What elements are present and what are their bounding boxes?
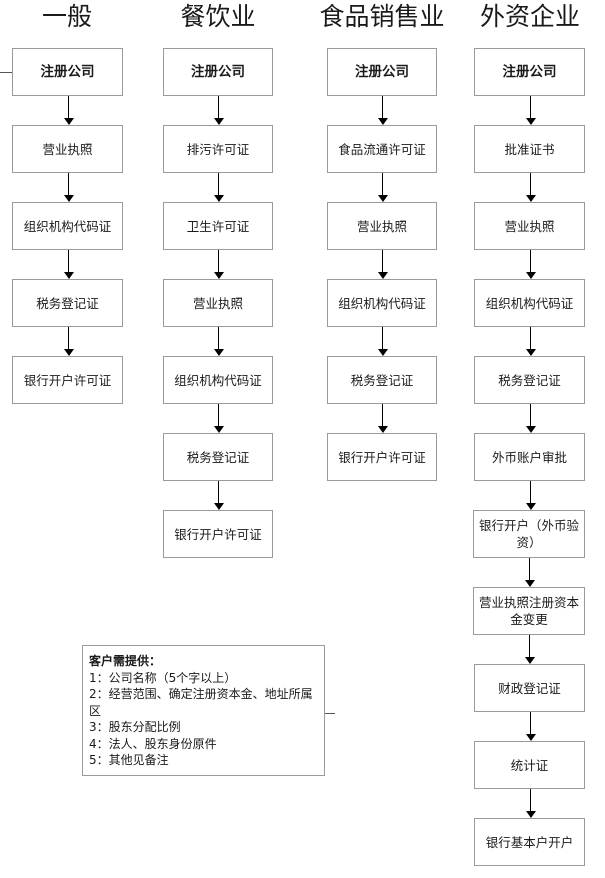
node-4-8-营业执照注册资本金变更[interactable]: 营业执照注册资本金变更 xyxy=(473,587,585,635)
arrowhead-3-1 xyxy=(378,118,388,125)
node-3-1-注册公司[interactable]: 注册公司 xyxy=(327,48,437,96)
node-2-1-注册公司[interactable]: 注册公司 xyxy=(163,48,273,96)
connector-2-3 xyxy=(218,250,219,275)
arrowhead-3-5 xyxy=(378,426,388,433)
customer-requirements-note: 客户需提供： 1：公司名称（5个字以上） 2：经营范围、确定注册资本金、地址所属区 3… xyxy=(82,645,325,776)
connector-1-4 xyxy=(68,327,69,352)
node-2-4-营业执照[interactable]: 营业执照 xyxy=(163,279,273,327)
connector-2-4 xyxy=(218,327,219,352)
connector-2-2 xyxy=(218,173,219,198)
node-2-5-组织机构代码证[interactable]: 组织机构代码证 xyxy=(163,356,273,404)
note-right-stub xyxy=(325,713,335,714)
connector-3-3 xyxy=(382,250,383,275)
connector-2-6 xyxy=(218,481,219,506)
node-4-11-银行基本户开户[interactable]: 银行基本户开户 xyxy=(474,818,585,866)
arrowhead-1-1 xyxy=(64,118,74,125)
node-4-3-营业执照[interactable]: 营业执照 xyxy=(474,202,585,250)
node-1-2-营业执照[interactable]: 营业执照 xyxy=(12,125,123,173)
node-3-4-组织机构代码证[interactable]: 组织机构代码证 xyxy=(327,279,437,327)
node-4-9-财政登记证[interactable]: 财政登记证 xyxy=(474,664,585,712)
node-4-2-批准证书[interactable]: 批准证书 xyxy=(474,125,585,173)
arrowhead-4-1 xyxy=(526,118,536,125)
note-line-1: 1：公司名称（5个字以上） xyxy=(89,670,237,685)
connector-4-4 xyxy=(530,327,531,352)
node-2-6-税务登记证[interactable]: 税务登记证 xyxy=(163,433,273,481)
connector-3-4 xyxy=(382,327,383,352)
arrowhead-3-3 xyxy=(378,272,388,279)
connector-2-1 xyxy=(218,96,219,121)
arrowhead-2-1 xyxy=(214,118,224,125)
node-1-4-税务登记证[interactable]: 税务登记证 xyxy=(12,279,123,327)
node-2-2-排污许可证[interactable]: 排污许可证 xyxy=(163,125,273,173)
arrowhead-3-4 xyxy=(378,349,388,356)
arrowhead-2-2 xyxy=(214,195,224,202)
connector-4-8 xyxy=(529,635,530,660)
node-3-2-食品流通许可证[interactable]: 食品流通许可证 xyxy=(327,125,437,173)
connector-1-2 xyxy=(68,173,69,198)
arrowhead-4-2 xyxy=(526,195,536,202)
connector-4-5 xyxy=(530,404,531,429)
connector-3-2 xyxy=(382,173,383,198)
arrowhead-4-7 xyxy=(525,580,535,587)
arrowhead-4-6 xyxy=(526,503,536,510)
node-1-1-注册公司[interactable]: 注册公司 xyxy=(12,48,123,96)
connector-1-3 xyxy=(68,250,69,275)
node-4-4-组织机构代码证[interactable]: 组织机构代码证 xyxy=(474,279,585,327)
node-4-5-税务登记证[interactable]: 税务登记证 xyxy=(474,356,585,404)
note-line-5: 5：其他见备注 xyxy=(89,753,169,767)
node-2-7-银行开户许可证[interactable]: 银行开户许可证 xyxy=(163,510,273,558)
connector-2-5 xyxy=(218,404,219,429)
connector-4-3 xyxy=(530,250,531,275)
connector-4-7 xyxy=(529,558,530,583)
arrowhead-1-3 xyxy=(64,272,74,279)
arrowhead-4-5 xyxy=(526,426,536,433)
node-1-5-银行开户许可证[interactable]: 银行开户许可证 xyxy=(12,356,123,404)
arrowhead-4-4 xyxy=(526,349,536,356)
connector-4-10 xyxy=(530,789,531,814)
arrowhead-2-5 xyxy=(214,426,224,433)
column-header-1: 一般 xyxy=(41,2,92,31)
node-3-3-营业执照[interactable]: 营业执照 xyxy=(327,202,437,250)
arrowhead-1-4 xyxy=(64,349,74,356)
note-line-4: 4：法人、股东身份原件 xyxy=(89,736,217,751)
arrowhead-3-2 xyxy=(378,195,388,202)
node-1-3-组织机构代码证[interactable]: 组织机构代码证 xyxy=(12,202,123,250)
node-4-10-统计证[interactable]: 统计证 xyxy=(474,741,585,789)
node-3-6-银行开户许可证[interactable]: 银行开户许可证 xyxy=(327,433,437,481)
connector-4-6 xyxy=(530,481,531,506)
connector-3-1 xyxy=(382,96,383,121)
arrowhead-4-9 xyxy=(526,734,536,741)
column-header-2: 餐饮业 xyxy=(180,2,256,31)
column-header-3: 食品销售业 xyxy=(319,2,445,31)
node-2-3-卫生许可证[interactable]: 卫生许可证 xyxy=(163,202,273,250)
node-4-6-外币账户审批[interactable]: 外币账户审批 xyxy=(474,433,585,481)
connector-4-2 xyxy=(530,173,531,198)
connector-4-1 xyxy=(530,96,531,121)
arrowhead-1-2 xyxy=(64,195,74,202)
arrowhead-4-3 xyxy=(526,272,536,279)
connector-4-9 xyxy=(530,712,531,737)
node-4-1-注册公司[interactable]: 注册公司 xyxy=(474,48,585,96)
arrowhead-2-4 xyxy=(214,349,224,356)
note-line-3: 3：股东分配比例 xyxy=(89,720,181,734)
note-line-2: 2：经营范围、确定注册资本金、地址所属区 xyxy=(89,687,313,718)
left-entry-stub xyxy=(0,72,12,73)
node-3-5-税务登记证[interactable]: 税务登记证 xyxy=(327,356,437,404)
arrowhead-2-6 xyxy=(214,503,224,510)
arrowhead-2-3 xyxy=(214,272,224,279)
connector-1-1 xyxy=(68,96,69,121)
node-4-7-银行开户-外币验资[interactable]: 银行开户（外币验资） xyxy=(473,510,585,558)
arrowhead-4-8 xyxy=(525,657,535,664)
arrowhead-4-10 xyxy=(526,811,536,818)
connector-3-5 xyxy=(382,404,383,429)
column-header-4: 外资企业 xyxy=(479,2,580,31)
note-title: 客户需提供： xyxy=(89,654,162,668)
